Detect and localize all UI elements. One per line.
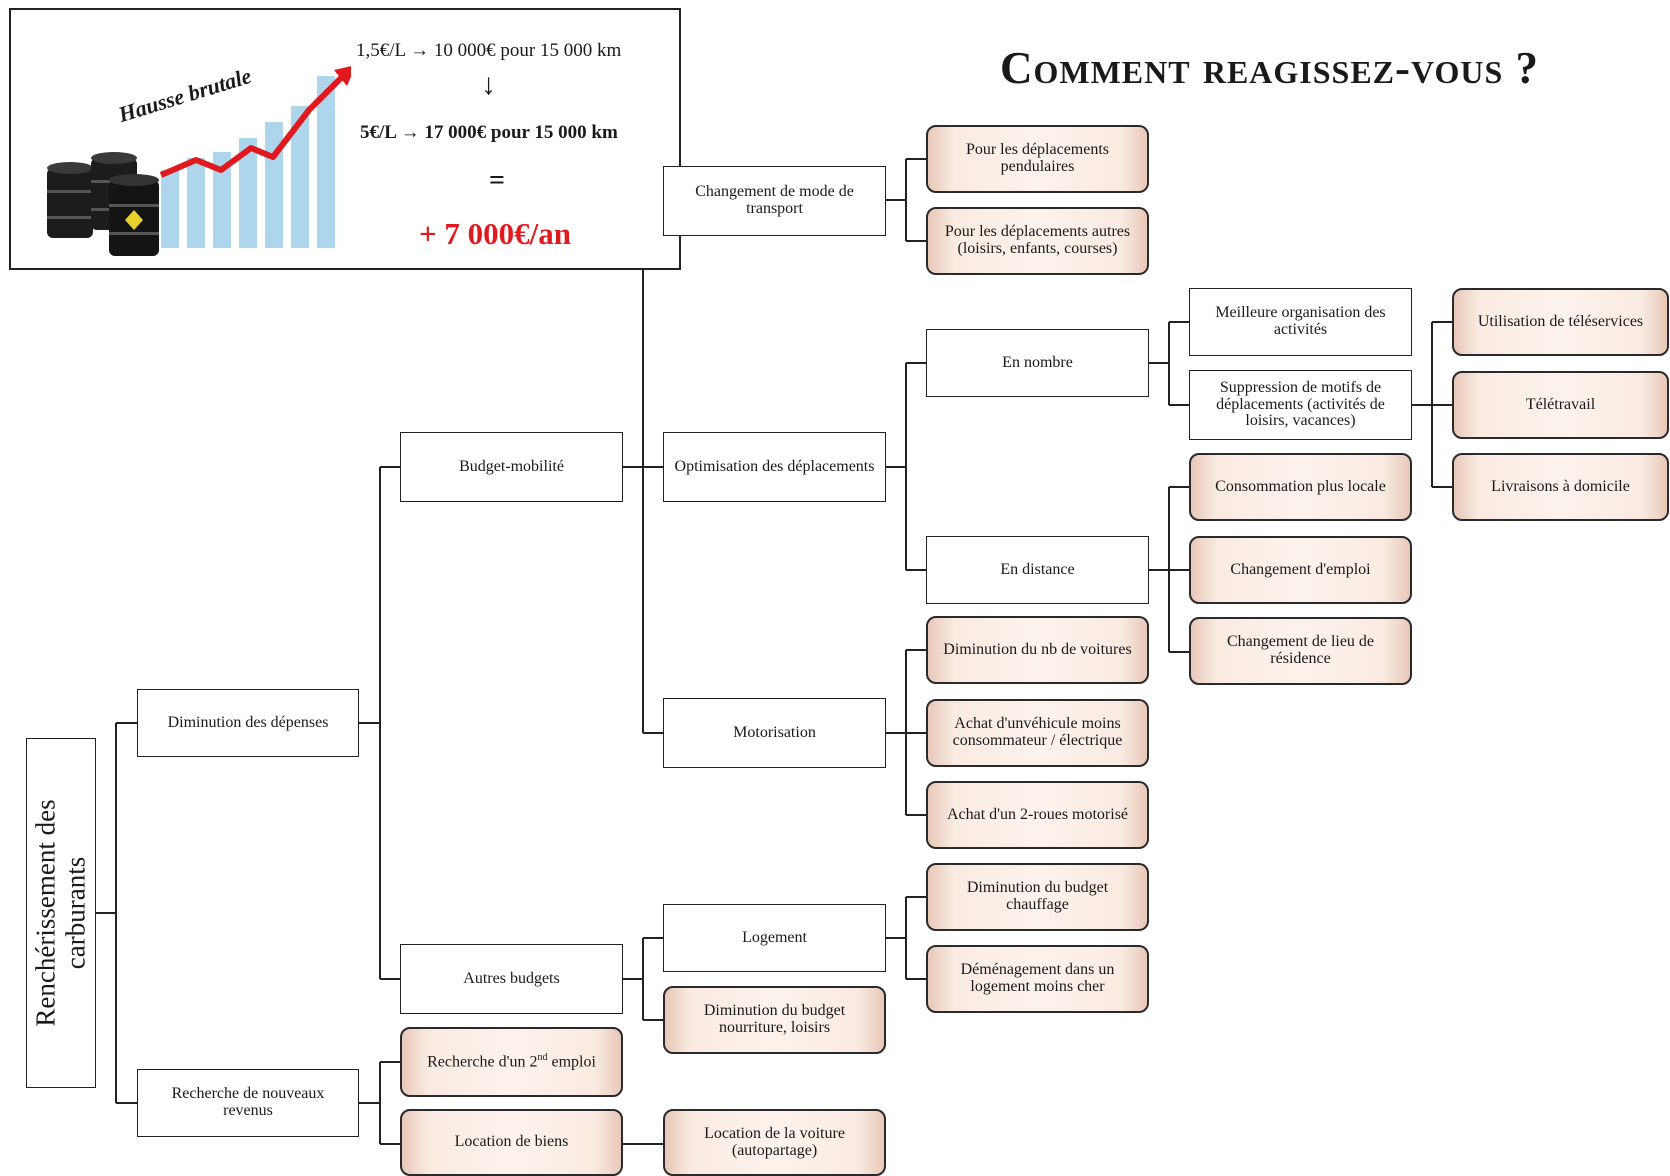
node-livraisons-domicile: Livraisons à domicile <box>1452 453 1669 521</box>
node-teleservices: Utilisation de téléservices <box>1452 288 1669 356</box>
node-en-distance: En distance <box>926 536 1149 604</box>
node-suppression-motifs: Suppression de motifs de déplacements (a… <box>1189 370 1412 440</box>
rising-price-illustration <box>47 66 351 256</box>
node-diminution-depenses: Diminution des dépenses <box>137 689 359 757</box>
rising-arrow-icon <box>159 69 350 178</box>
node-dim-budget-chauffage: Diminution du budget chauffage <box>926 863 1149 931</box>
node-changement-emploi: Changement d'emploi <box>1189 536 1412 604</box>
node-en-nombre: En nombre <box>926 329 1149 397</box>
node-logement: Logement <box>663 904 886 972</box>
node-dim-budget-nourriture: Diminution du budget nourriture, loisirs <box>663 986 886 1054</box>
node-achat-2roues: Achat d'un 2-roues motorisé <box>926 781 1149 849</box>
yearly-cost-result: + 7 000€/an <box>419 216 572 251</box>
price-line-before: 1,5€/L → 10 000€ pour 15 000 km <box>356 40 622 61</box>
down-arrow-icon: ↓ <box>481 68 496 101</box>
node-teletravail: Télétravail <box>1452 371 1669 439</box>
price-line-after: 5€/L → 17 000€ pour 15 000 km <box>360 122 618 143</box>
node-location-biens: Location de biens <box>400 1109 623 1176</box>
node-changement-lieu-residence: Changement de lieu de résidence <box>1189 617 1412 685</box>
node-autres-budgets: Autres budgets <box>400 944 623 1014</box>
node-dim-nb-voitures: Diminution du nb de voitures <box>926 616 1149 684</box>
node-demenagement: Déménagement dans un logement moins cher <box>926 945 1149 1013</box>
arrow-head-icon <box>334 66 351 86</box>
node-depl-pendulaires: Pour les déplacements pendulaires <box>926 125 1149 193</box>
node-consommation-locale: Consommation plus locale <box>1189 453 1412 521</box>
root-node: Renchérissement des carburants <box>26 738 96 1088</box>
root-label: Renchérissement des carburants <box>30 799 90 1027</box>
price-increase-infobox: Hausse brutale 1,5€/L → 10 000€ pour 15 … <box>9 8 681 270</box>
node-achat-vehicule: Achat d'unvéhicule moins consommateur / … <box>926 699 1149 767</box>
node-budget-mobilite: Budget-mobilité <box>400 432 623 502</box>
equals-sign: = <box>489 165 505 196</box>
node-recherche-revenus: Recherche de nouveaux revenus <box>137 1069 359 1137</box>
node-recherche-2nd-emploi: Recherche d'un 2nd emploi <box>400 1027 623 1097</box>
node-motorisation: Motorisation <box>663 698 886 768</box>
oil-barrels-icon <box>47 152 159 256</box>
node-changement-mode: Changement de mode de transport <box>663 166 886 236</box>
page-title: Comment reagissez-vous ? <box>1000 43 1540 93</box>
node-location-voiture: Location de la voiture (autopartage) <box>663 1109 886 1176</box>
node-depl-autres: Pour les déplacements autres (loisirs, e… <box>926 207 1149 275</box>
node-meilleure-organisation: Meilleure organisation des activités <box>1189 288 1412 356</box>
node-optimisation: Optimisation des déplacements <box>663 432 886 502</box>
